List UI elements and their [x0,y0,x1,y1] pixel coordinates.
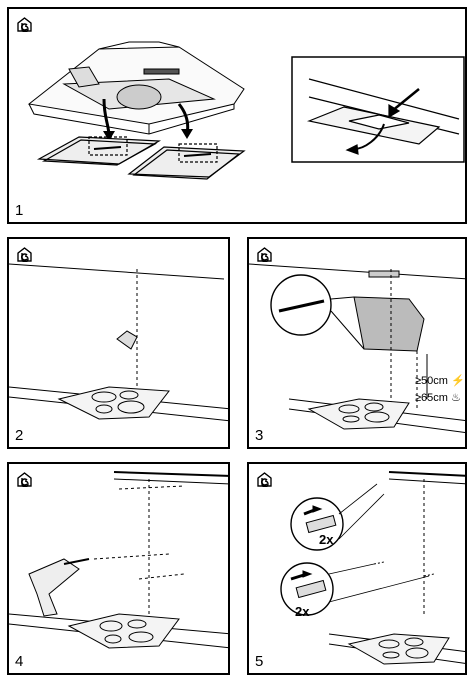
filter-detail-inset [291,56,465,163]
pencil-mark [116,330,138,350]
step-3-panel: ≥50cm ⚡ ≥65cm ♨ 3 [247,237,467,449]
distance-label-2: ≥65cm ♨ [415,392,461,404]
distance-label-1: ≥50cm ⚡ [415,375,465,387]
grease-filters [36,136,246,180]
drill-drawing [28,558,80,617]
recirculation-house-icon [17,17,32,32]
step-number: 2 [15,427,24,444]
step-number: 5 [255,653,264,670]
step-number: 3 [255,427,264,444]
recirculation-house-icon [257,247,272,262]
step-2-illustration [9,263,228,422]
recirculation-house-icon [17,472,32,487]
quantity-label-bottom: 2x [295,604,310,619]
step-1-illustration [27,41,465,180]
step-5-panel: 2x 2x 5 [247,462,467,675]
step-1-panel: 1 [7,7,467,224]
step-number: 1 [15,202,24,219]
step-2-panel: 2 [7,237,230,449]
step-4-illustration [9,471,228,649]
step-number: 4 [15,653,24,670]
recirculation-house-icon [17,247,32,262]
quantity-label-top: 2x [319,532,334,547]
step-4-panel: 4 [7,462,230,675]
step-5-illustration [280,471,465,665]
hood-drawing [27,41,245,135]
step-3-illustration [249,263,465,433]
recirculation-house-icon [257,472,272,487]
